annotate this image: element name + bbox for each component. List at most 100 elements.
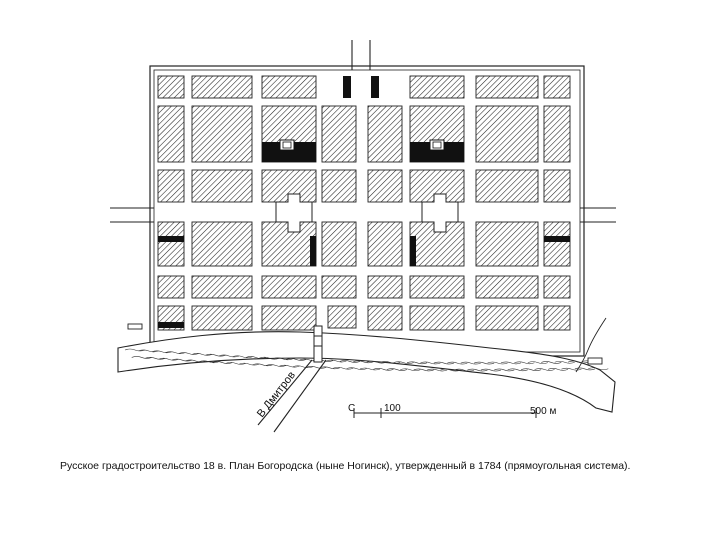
river-ripple — [346, 367, 367, 370]
river-ripple — [521, 368, 542, 371]
city-block — [327, 305, 357, 329]
river-ripple — [252, 363, 273, 367]
city-block — [191, 169, 253, 203]
city-block — [321, 221, 357, 267]
river-ripple — [433, 361, 454, 365]
city-block — [543, 75, 571, 99]
river-ripple — [514, 361, 535, 365]
bridge — [313, 325, 323, 363]
city-block — [543, 305, 571, 331]
city-block — [367, 105, 403, 163]
city-block — [475, 305, 539, 331]
river-ripple — [232, 355, 253, 359]
river-ripple — [218, 354, 240, 358]
river-ripple — [319, 366, 340, 370]
river-ripple — [205, 353, 226, 357]
city-block — [157, 169, 185, 203]
river-ripple — [568, 360, 589, 364]
river-ripple — [245, 356, 266, 359]
city-block — [261, 75, 317, 99]
scale-end-label: 500 м — [530, 406, 556, 417]
river-ripple — [145, 357, 166, 360]
city-block — [475, 75, 539, 99]
city-block — [543, 221, 571, 267]
east-church — [410, 139, 464, 162]
river-ripple — [138, 349, 159, 353]
city-block — [367, 169, 403, 203]
stream — [575, 317, 607, 373]
city-block — [191, 275, 253, 299]
east-square — [421, 193, 459, 233]
river-ripple — [413, 368, 434, 372]
figure-caption: Русское градостроительство 18 в. План Бо… — [60, 460, 631, 472]
river-ripple — [393, 361, 414, 364]
river-ripple — [406, 361, 428, 365]
river-ripple — [380, 361, 401, 364]
river-ripple — [494, 368, 515, 372]
river-ripple — [171, 358, 193, 362]
city-block — [191, 221, 253, 267]
river — [117, 331, 616, 413]
city-block — [409, 75, 465, 99]
river-ripple — [534, 368, 555, 371]
river-ripple — [440, 368, 461, 372]
river-ripple — [541, 361, 562, 364]
river-ripple — [131, 356, 152, 359]
city-block — [261, 275, 317, 299]
river-ripple — [366, 360, 387, 364]
river-ripple — [500, 361, 522, 365]
city-block — [543, 169, 571, 203]
river-ripple — [480, 368, 501, 372]
river-ripple — [124, 348, 146, 352]
river-ripple — [198, 360, 219, 364]
city-block — [409, 305, 465, 331]
river-ripple — [158, 357, 179, 361]
river-ripple — [507, 368, 528, 372]
river-ripple — [574, 367, 595, 371]
city-block — [157, 105, 185, 163]
city-block — [191, 105, 253, 163]
city-block — [261, 305, 317, 331]
river-ripple — [178, 352, 199, 355]
river-ripple — [474, 361, 495, 365]
river-ripple — [527, 361, 548, 364]
city-block — [543, 105, 571, 163]
city-block — [475, 275, 539, 299]
river-ripple — [292, 365, 313, 369]
river-ripple — [554, 360, 575, 364]
city-block — [367, 275, 403, 299]
scale-mid-label: 100 — [384, 403, 401, 414]
river-ripple — [561, 367, 582, 371]
city-block — [157, 221, 185, 267]
west-square — [275, 193, 313, 233]
river-ripple — [239, 362, 260, 366]
building-strips — [158, 76, 570, 328]
city-block — [367, 305, 403, 331]
river-ripple — [259, 356, 280, 360]
city-block — [475, 221, 539, 267]
river-ripple — [306, 365, 327, 369]
river-ripple — [460, 361, 481, 365]
river-ripple — [547, 368, 569, 371]
east-road — [580, 207, 616, 223]
scale-start-label: С — [348, 403, 355, 414]
river-ripple — [272, 357, 293, 361]
river-ripple — [427, 368, 448, 372]
river-ripple — [326, 359, 347, 363]
river-ripple — [185, 359, 206, 363]
north-road — [351, 40, 371, 70]
river-ripple — [333, 366, 354, 370]
river-ripple — [339, 360, 360, 363]
river-ripple — [588, 367, 609, 371]
city-blocks — [157, 75, 571, 331]
city-block — [157, 275, 185, 299]
river-ripple — [453, 368, 475, 372]
river-ripple — [400, 368, 421, 372]
city-block — [475, 169, 539, 203]
city-block — [409, 275, 465, 299]
river-ripple — [192, 353, 213, 356]
river-ripple — [487, 361, 508, 365]
river-ripple — [420, 361, 441, 365]
east-outlet-box — [587, 357, 603, 365]
city-block — [191, 305, 253, 331]
